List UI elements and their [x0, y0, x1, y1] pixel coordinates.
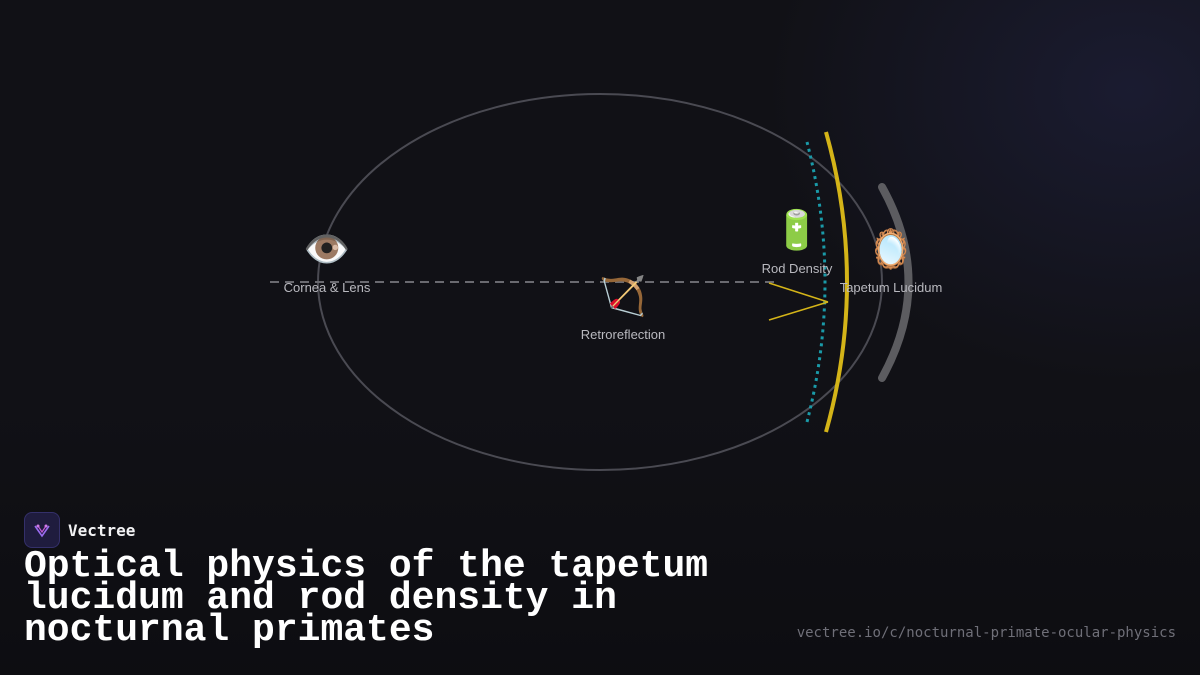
bow-and-arrow-icon: 🏹 — [599, 274, 647, 318]
retina-arc — [824, 131, 849, 433]
reflected-ray — [768, 301, 829, 321]
brand-name: Vectree — [68, 520, 136, 540]
brand: Vectree — [24, 512, 135, 548]
mirror-icon: 🪞 — [867, 227, 915, 271]
rod-layer — [805, 141, 827, 423]
cornea-lens-label: Cornea & Lens — [283, 280, 371, 295]
tapetum-lucidum-label: Tapetum Lucidum — [839, 280, 943, 295]
source-url: vectree.io/c/nocturnal-primate-ocular-ph… — [796, 625, 1176, 641]
rod-density-label: Rod Density — [761, 261, 833, 276]
eye-icon: 👁️ — [303, 227, 351, 271]
tapetum-arc — [878, 183, 913, 382]
vectree-logo-icon — [24, 512, 60, 548]
incoming-ray — [768, 282, 829, 303]
page-title: Optical physics of the tapetum lucidum a… — [24, 545, 709, 652]
retroreflection-label: Retroreflection — [580, 327, 666, 342]
battery-icon: 🔋 — [773, 208, 821, 252]
